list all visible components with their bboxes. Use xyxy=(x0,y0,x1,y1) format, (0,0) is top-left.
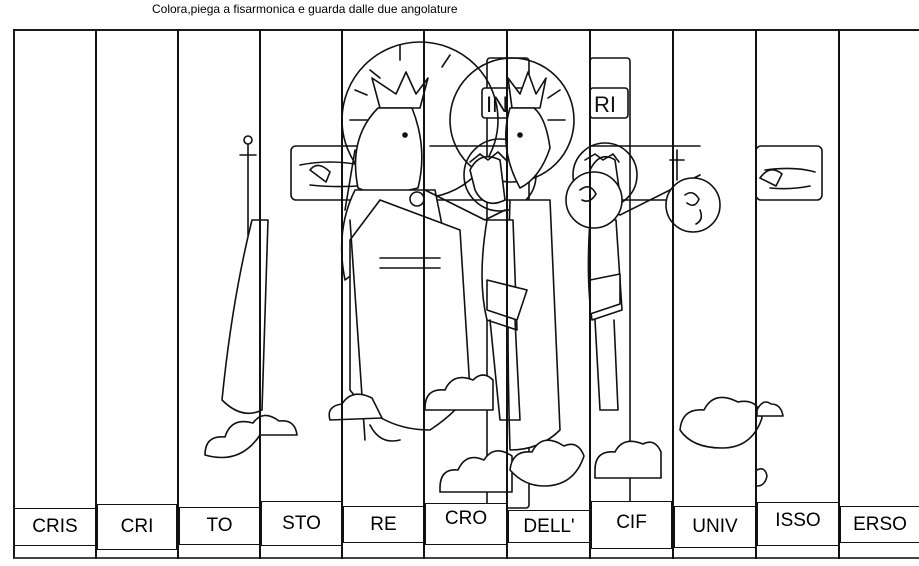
fold-line xyxy=(506,29,508,559)
strip-label: ISSO xyxy=(757,502,839,546)
strip-label: UNIV xyxy=(674,506,756,548)
strip-label: CIF xyxy=(591,501,672,549)
strip-label: ERSO xyxy=(840,506,919,543)
christ-king-figure xyxy=(340,71,561,451)
strip-label: CRO xyxy=(425,503,507,545)
instruction-text: Colora,piega a fisarmonica e guarda dall… xyxy=(152,2,458,16)
fold-line xyxy=(589,29,591,559)
fold-line xyxy=(341,29,343,559)
strip-label: CRI xyxy=(97,504,177,550)
strip-label: RE xyxy=(343,506,424,543)
strip-label: STO xyxy=(261,501,342,546)
fold-line xyxy=(95,29,97,559)
strip-label: DELL' xyxy=(508,510,590,543)
clouds-drawing xyxy=(204,374,784,493)
globe-drawing xyxy=(565,149,721,233)
strip-label: TO xyxy=(179,507,260,545)
fold-line xyxy=(259,29,261,559)
fold-line xyxy=(177,29,179,559)
fold-line xyxy=(838,29,840,559)
scepter-drawing xyxy=(221,135,783,415)
accordion-sheet xyxy=(13,29,919,559)
fold-line xyxy=(672,29,674,559)
fold-line xyxy=(423,29,425,559)
fold-line xyxy=(755,29,757,559)
strip-label: CRIS xyxy=(14,508,96,546)
inri-sign-right: RI xyxy=(594,92,616,117)
